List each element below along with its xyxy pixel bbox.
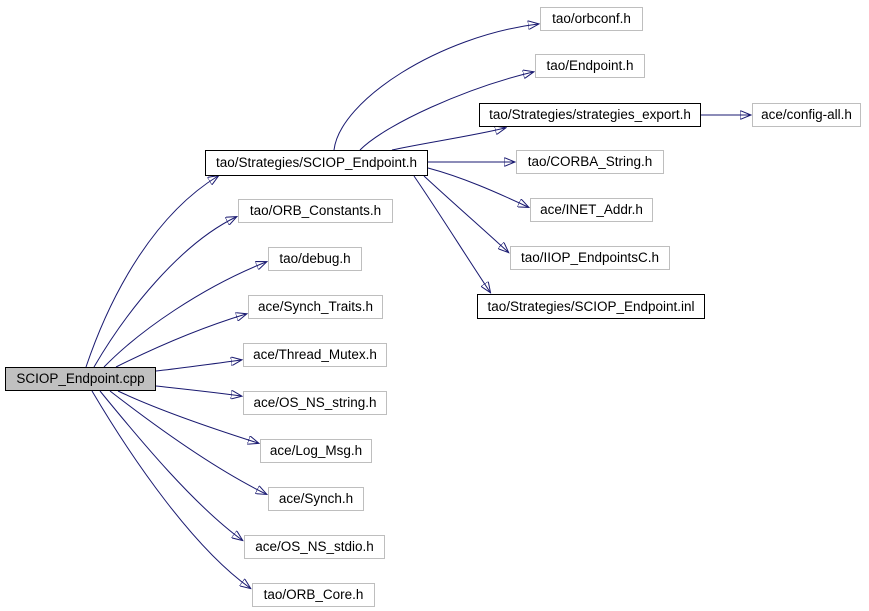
node-debug-h: tao/debug.h: [268, 247, 362, 271]
edge-sciop-h-to-orbconf-h: [333, 24, 538, 151]
edge-cpp-to-debug-h: [103, 262, 266, 368]
node-orb-constants-h: tao/ORB_Constants.h: [238, 199, 393, 223]
edge-cpp-to-log-msg-h: [117, 390, 258, 443]
edge-cpp-to-orb-constants-h: [93, 217, 236, 368]
edge-sciop-h-to-inet-addr-h: [427, 167, 528, 207]
edge-cpp-to-os-ns-string-h: [155, 385, 241, 396]
node-orbconf-h: tao/orbconf.h: [540, 7, 643, 31]
node-orb-core-h: tao/ORB_Core.h: [252, 583, 375, 607]
node-synch-traits-h: ace/Synch_Traits.h: [248, 295, 383, 319]
node-synch-h: ace/Synch.h: [268, 487, 364, 511]
node-sciop-endpoint-h[interactable]: tao/Strategies/SCIOP_Endpoint.h: [205, 150, 428, 176]
edge-cpp-to-sciop-endpoint-h: [85, 176, 218, 368]
node-config-all-h: ace/config-all.h: [752, 103, 861, 127]
edge-cpp-to-orb-core-h: [91, 390, 250, 588]
node-os-ns-stdio-h: ace/OS_NS_stdio.h: [244, 535, 385, 559]
edge-cpp-to-os-ns-stdio-h: [99, 390, 242, 540]
node-thread-mutex-h: ace/Thread_Mutex.h: [243, 343, 387, 367]
edge-sciop-h-to-strategies-export-h: [391, 128, 505, 151]
node-iiop-endpointsc-h: tao/IIOP_EndpointsC.h: [510, 246, 670, 270]
node-inet-addr-h: ace/INET_Addr.h: [530, 198, 653, 222]
edge-cpp-to-synch-h: [109, 390, 266, 494]
node-endpoint-h: tao/Endpoint.h: [535, 54, 645, 78]
node-corba-string-h: tao/CORBA_String.h: [516, 150, 664, 174]
node-strategies-export-h[interactable]: tao/Strategies/strategies_export.h: [479, 103, 701, 127]
node-os-ns-string-h: ace/OS_NS_string.h: [243, 391, 387, 415]
edge-sciop-h-to-iiop-endpointsc-h: [423, 175, 508, 252]
edge-cpp-to-thread-mutex-h: [155, 360, 241, 372]
edge-sciop-h-to-sciop-endpoint-inl: [413, 175, 490, 292]
node-sciop-endpoint-cpp: SCIOP_Endpoint.cpp: [5, 367, 156, 391]
edge-sciop-h-to-endpoint-h: [359, 72, 533, 151]
edge-cpp-to-synch-traits-h: [115, 314, 246, 368]
node-sciop-endpoint-inl[interactable]: tao/Strategies/SCIOP_Endpoint.inl: [477, 294, 705, 319]
node-log-msg-h: ace/Log_Msg.h: [260, 439, 372, 463]
